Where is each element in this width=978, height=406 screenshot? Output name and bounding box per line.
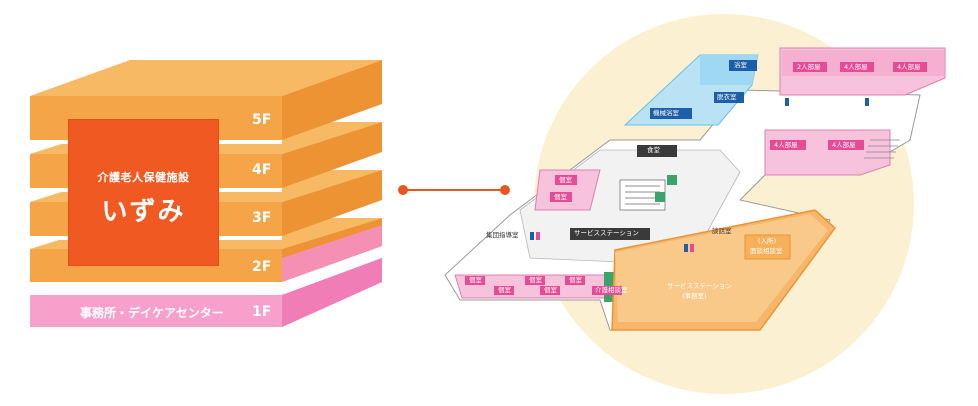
facility-sign: 介護老人保健施設 いずみ [68,119,219,266]
connector [398,185,510,195]
floor-plan [444,47,946,331]
facility-title: いずみ [101,197,186,227]
first-floor-label: 事務所・デイケアセンター [80,306,224,320]
floor-label-4f: 4F [252,162,272,178]
room-admission-1: (入所) [758,237,777,245]
room-private-6: 個室 [544,286,557,294]
floor-label-2f: 2F [252,259,272,275]
room-private-3: 個室 [469,276,482,284]
facility-name: 介護老人保健施設 [97,171,190,184]
floor-label-1f: 1F [252,304,272,320]
floor-1f-front [30,295,282,327]
room-family: 談話室 [712,227,732,235]
room-two-bed: 2人部屋 [797,63,821,71]
room-four-bed-1: 4人部屋 [844,63,868,71]
room-four-bed-4: 4人部屋 [832,141,856,149]
room-service-station-office: サービスステーション [667,282,732,290]
room-dressing: 脱衣室 [717,93,737,101]
room-dining: 食堂 [647,146,660,154]
floor-label-5f: 5F [252,112,272,128]
room-private-7: 個室 [569,276,582,284]
room-private-4: 個室 [498,286,511,294]
room-private-1: 個室 [559,176,572,184]
floor-label-3f: 3F [252,210,272,226]
room-office-sub: (事務室) [682,292,707,300]
room-machine-bath: 機械浴室 [653,109,679,117]
room-bath: 浴室 [734,61,747,69]
room-private-2: 個室 [554,193,567,201]
room-four-bed-2: 4人部屋 [897,63,921,71]
room-four-bed-3: 4人部屋 [774,141,798,149]
room-admission-2: 面談相談室 [750,247,783,255]
room-private-5: 個室 [529,276,542,284]
floor-1f-side [282,258,382,327]
room-service-station: サービスステーション [574,229,639,237]
room-medical-consult: 集団指導室 [486,231,519,239]
room-care-consult: 介護相談室 [595,286,628,294]
